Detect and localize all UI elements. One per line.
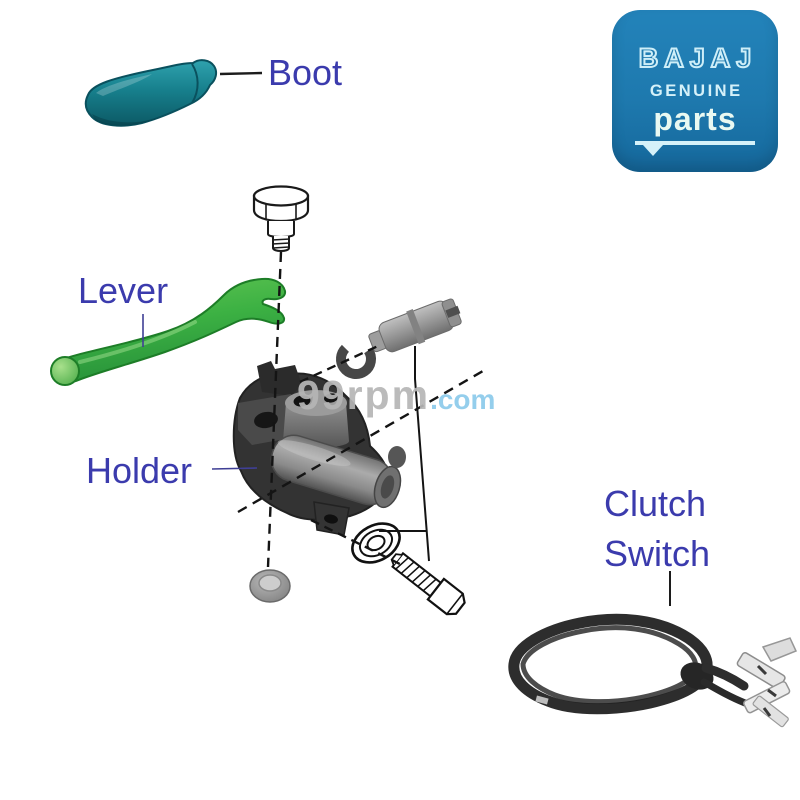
boot-label: Boot (268, 52, 343, 93)
clutch-switch-part (508, 613, 798, 728)
lever-label: Lever (78, 270, 169, 311)
bajaj-brand-text: BAJAJ (638, 42, 758, 74)
clutch-switch-label: Clutch Switch (604, 479, 710, 579)
watermark-site-name: 99rpm (297, 372, 431, 418)
washer-part (351, 522, 401, 564)
adjuster-part (368, 298, 462, 353)
bajaj-genuine-parts-badge: BAJAJ GENUINE parts (612, 10, 778, 172)
clutch-switch-label-line2: Switch (604, 533, 711, 574)
watermark: 99rpm.com (297, 372, 495, 419)
axis-dashed-bolt (310, 518, 405, 568)
holder-leader-line (211, 467, 258, 470)
assembly-lines (237, 251, 484, 568)
genuine-text: GENUINE (649, 82, 743, 100)
boot-leader-line (219, 71, 263, 76)
logo-underline-flag (635, 141, 755, 154)
lever-part (50, 277, 287, 386)
connector-solid-long (414, 346, 430, 562)
hex-bolt-part (390, 551, 466, 616)
boot-part (84, 59, 218, 127)
watermark-tld: .com (430, 384, 496, 415)
holder-part (232, 361, 406, 536)
axis-dashed-vertical (266, 251, 283, 568)
parts-text: parts (653, 101, 737, 137)
holder-label: Holder (86, 450, 193, 491)
label-leader-lines (142, 71, 671, 606)
clutch-switch-label-line1: Clutch (604, 483, 707, 524)
nut-part (249, 569, 291, 603)
axis-dashed-diagonal (237, 369, 484, 514)
pivot-bolt-part (252, 185, 310, 252)
